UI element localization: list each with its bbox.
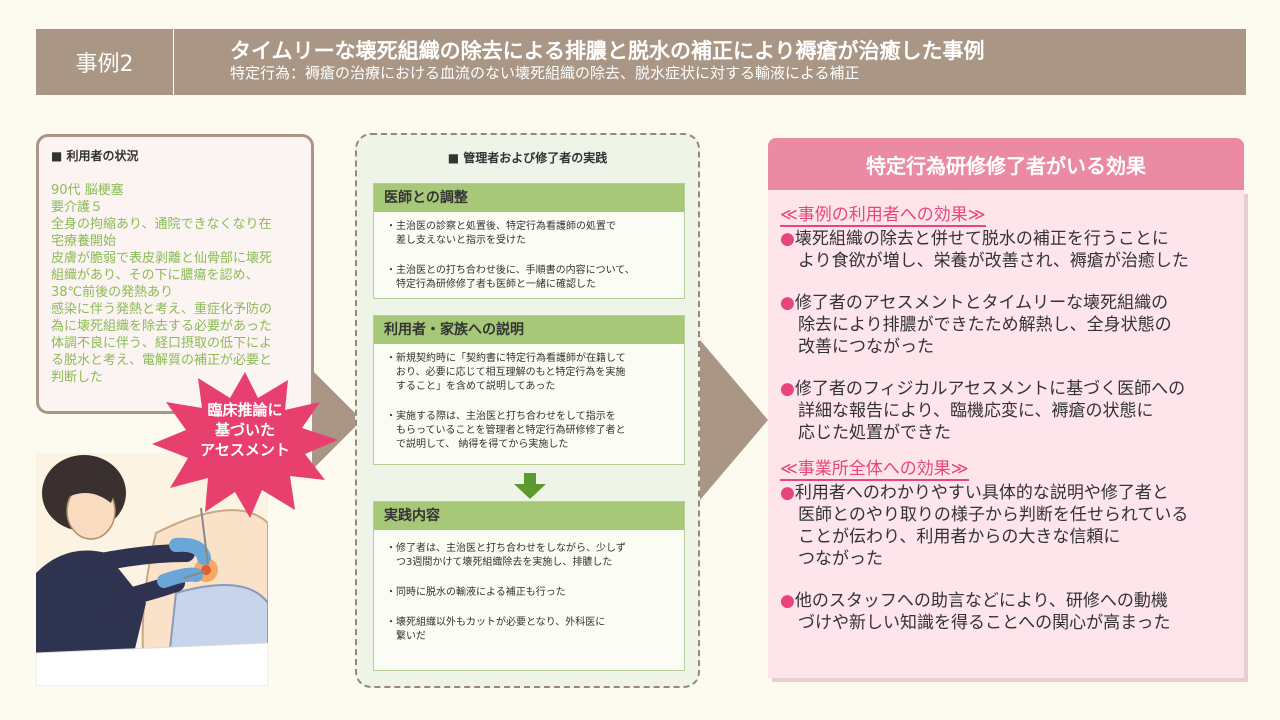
effects-section-title: ≪事例の利用者への効果≫: [780, 204, 1232, 227]
status-line: 組織があり、その下に膿瘍を認め、: [51, 268, 259, 283]
card-item-line: おり、必要に応じて相互理解のもと特定行為を実施: [386, 367, 626, 378]
bullet-line: つながった: [798, 549, 883, 569]
effect-bullet: ●修了者のフィジカルアセスメントに基づく医師への 詳細な報告により、臨機応変に、…: [780, 378, 1232, 444]
bullet-dot-icon: ●: [780, 293, 795, 313]
effect-bullet: ●壊死組織の除去と併せて脱水の補正を行うことに より食欲が増し、栄養が改善され、…: [780, 228, 1232, 272]
card-item-line: で説明して、 納得を得てから実施した: [386, 439, 569, 450]
practice-panel: ■ 管理者および修了者の実践 医師との調整 ・主治医の診察と処置後、特定行為看護…: [355, 133, 700, 688]
bullet-dot-icon: ●: [780, 591, 795, 611]
card-item: ・新規契約時に「契約書に特定行為看護師が在籍して おり、必要に応じて相互理解のも…: [386, 352, 674, 394]
bullet-line: 医師とのやり取りの様子から判断を任せられている: [798, 505, 1189, 525]
card-item-line: ・同時に脱水の輸液による補正も行った: [386, 587, 566, 598]
card-item: ・修了者は、主治医と打ち合わせをしながら、少しず つ3週間かけて壊死組織除去を実…: [386, 542, 674, 570]
status-line: る脱水と考え、電解質の補正が必要と: [51, 353, 273, 368]
page-title: タイムリーな壊死組織の除去による排膿と脱水の補正により褥瘡が治癒した事例: [230, 39, 985, 63]
effects-section-title: ≪事業所全体への効果≫: [780, 458, 1232, 481]
bullet-dot-icon: ●: [780, 483, 795, 503]
section-title-text: ≪事業所全体への効果≫: [780, 459, 969, 481]
card-item: ・主治医の診察と処置後、特定行為看護師の処置で 差し支えないと指示を受けた: [386, 220, 674, 248]
effects-panel: ≪事例の利用者への効果≫ ●壊死組織の除去と併せて脱水の補正を行うことに より食…: [768, 190, 1244, 678]
burst-line: アセスメント: [200, 441, 290, 459]
arrow-down-icon: [514, 473, 546, 499]
burst-text: 臨床推論に 基づいた アセスメント: [150, 400, 340, 460]
bullet-line: 修了者のアセスメントとタイムリーな壊死組織の: [794, 293, 1169, 313]
nurse-illustration: [36, 453, 268, 686]
card-item-line: 繋いだ: [386, 631, 426, 642]
bullet-dot-icon: ●: [780, 379, 795, 399]
bullet-line: より食欲が増し、栄養が改善され、褥瘡が治癒した: [798, 251, 1189, 271]
card-item: ・同時に脱水の輸液による補正も行った: [386, 586, 674, 600]
bullet-line: 修了者のフィジカルアセスメントに基づく医師への: [794, 379, 1186, 399]
card-item: ・実施する際は、主治医と打ち合わせをして指示を もらっていることを管理者と特定行…: [386, 410, 674, 452]
arrow-right-icon: [700, 340, 768, 500]
bullet-line: 改善につながった: [798, 337, 934, 357]
nurse-treating-patient-icon: [36, 453, 268, 686]
page-subtitle: 特定行為：褥瘡の治療における血流のない壊死組織の除去、脱水症状に対する輸液による…: [230, 64, 860, 82]
card-item-line: つ3週間かけて壊死組織除去を実施し、排膿した: [386, 557, 613, 568]
status-line: 体調不良に伴う、経口摂取の低下によ: [51, 336, 273, 351]
user-status-box: ■ 利用者の状況 90代 脳梗塞 要介護５ 全身の拘縮あり、通院できなくなり在 …: [36, 134, 314, 414]
card-title: 利用者・家族への説明: [374, 316, 684, 344]
card-item-line: ・実施する際は、主治医と打ち合わせをして指示を: [386, 411, 616, 422]
card-item-line: すること」を含めて説明してあった: [386, 381, 556, 392]
user-status-heading: ■ 利用者の状況: [51, 149, 139, 163]
effect-bullet: ●修了者のアセスメントとタイムリーな壊死組織の 除去により排膿ができたため解熱し…: [780, 292, 1232, 358]
doctor-coordination-card: 医師との調整 ・主治医の診察と処置後、特定行為看護師の処置で 差し支えないと指示…: [373, 183, 685, 299]
bullet-line: 除去により排膿ができたため解熱し、全身状態の: [798, 315, 1172, 335]
clinical-reasoning-burst: 臨床推論に 基づいた アセスメント: [150, 370, 340, 520]
user-status-lines: 90代 脳梗塞 要介護５ 全身の拘縮あり、通院できなくなり在 宅療養開始 皮膚が…: [51, 182, 299, 386]
status-line: 皮膚が脆弱で表皮剥離と仙骨部に壊死: [51, 251, 273, 266]
card-item-line: ・主治医の診察と処置後、特定行為看護師の処置で: [386, 221, 616, 232]
status-line: 全身の拘縮あり、通院できなくなり在: [51, 217, 272, 232]
card-item-line: ・壊死組織以外もカットが必要となり、外科医に: [386, 617, 606, 628]
status-line: 判断した: [51, 370, 104, 385]
status-line: 為に壊死組織を除去する必要があった: [51, 319, 273, 334]
bullet-line: づけや新しい知識を得ることへの関心が高まった: [798, 613, 1171, 633]
card-item: ・壊死組織以外もカットが必要となり、外科医に 繋いだ: [386, 616, 674, 644]
status-line: 感染に伴う発熱と考え、重症化予防の: [51, 302, 273, 317]
practice-heading: ■ 管理者および修了者の実践: [447, 151, 608, 165]
burst-line: 基づいた: [214, 421, 275, 439]
effect-bullet: ●利用者へのわかりやすい具体的な説明や修了者と 医師とのやり取りの様子から判断を…: [780, 482, 1232, 570]
family-explanation-card: 利用者・家族への説明 ・新規契約時に「契約書に特定行為看護師が在籍して おり、必…: [373, 315, 685, 465]
bullet-line: 他のスタッフへの助言などにより、研修への動機: [794, 591, 1168, 611]
header-titles: タイムリーな壊死組織の除去による排膿と脱水の補正により褥瘡が治癒した事例 特定行…: [174, 29, 985, 95]
bullet-line: 詳細な報告により、臨機応変に、褥瘡の状態に: [798, 401, 1154, 421]
card-title: 医師との調整: [374, 184, 684, 212]
header-bar: 事例2 タイムリーな壊死組織の除去による排膿と脱水の補正により褥瘡が治癒した事例…: [36, 29, 1246, 95]
status-line: 宅療養開始: [51, 234, 117, 249]
card-item-line: ・新規契約時に「契約書に特定行為看護師が在籍して: [386, 353, 626, 364]
effects-heading: 特定行為研修修了者がいる効果: [768, 138, 1244, 190]
bullet-line: 利用者へのわかりやすい具体的な説明や修了者と: [794, 483, 1169, 503]
bullet-dot-icon: ●: [780, 229, 795, 249]
card-item-line: 特定行為研修修了者も医師と一緒に確認した: [386, 279, 596, 290]
status-line: 38℃前後の発熱あり: [51, 285, 174, 300]
practice-content-card: 実践内容 ・修了者は、主治医と打ち合わせをしながら、少しず つ3週間かけて壊死組…: [373, 501, 685, 671]
bullet-line: ことが伝わり、利用者からの大きな信頼に: [798, 527, 1121, 547]
card-item: ・主治医との打ち合わせ後に、手順書の内容について、 特定行為研修修了者も医師と一…: [386, 264, 674, 292]
card-item-line: もらっていることを管理者と特定行為研修修了者と: [386, 425, 626, 436]
status-line: 要介護５: [51, 200, 104, 215]
card-title: 実践内容: [374, 502, 684, 530]
bullet-line: 応じた処置ができた: [798, 423, 951, 443]
burst-line: 臨床推論に: [207, 401, 283, 419]
case-label: 事例2: [36, 29, 174, 95]
card-item-line: ・修了者は、主治医と打ち合わせをしながら、少しず: [386, 543, 626, 554]
bullet-line: 壊死組織の除去と併せて脱水の補正を行うことに: [794, 229, 1169, 249]
starburst-icon: [152, 372, 338, 518]
section-title-text: ≪事例の利用者への効果≫: [780, 205, 986, 227]
card-item-line: ・主治医との打ち合わせ後に、手順書の内容について、: [386, 265, 635, 276]
status-line: 90代 脳梗塞: [51, 183, 124, 198]
effect-bullet: ●他のスタッフへの助言などにより、研修への動機 づけや新しい知識を得ることへの関…: [780, 590, 1232, 634]
card-item-line: 差し支えないと指示を受けた: [386, 235, 526, 246]
